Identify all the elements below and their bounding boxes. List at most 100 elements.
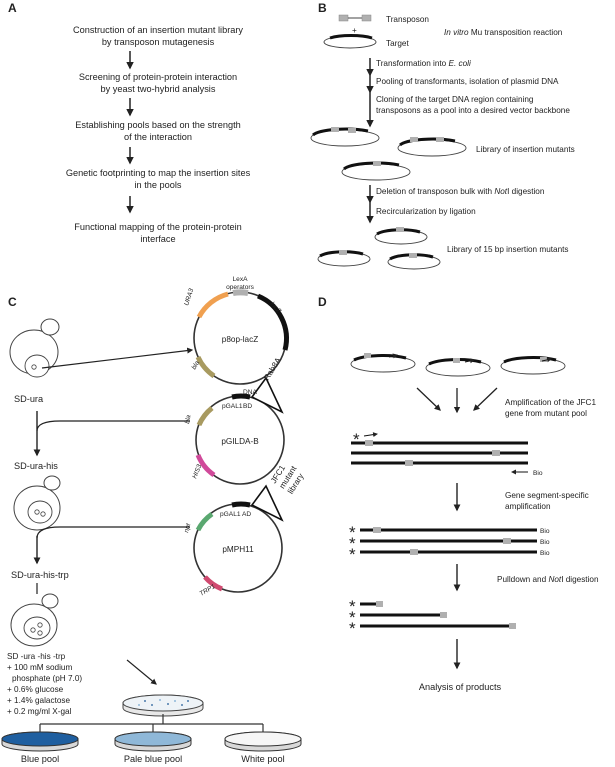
mutant-pool-plasmid-2 [425, 358, 491, 377]
pale-blue-pool-plate [114, 731, 192, 752]
svg-text:*: * [349, 608, 356, 627]
ura3-segment [196, 291, 229, 319]
reaction-label: In vitro Mu transposition reaction [444, 28, 563, 37]
arrow-c-plate [126, 659, 157, 685]
small-plasmid-3 [387, 253, 441, 270]
plasmid-pgilda-b: pGILDA-B pGAL1 BD DNA Rab8A bla HIS3 [184, 356, 285, 485]
transformation-label: Transformation into E. coli [376, 59, 471, 68]
target-label: Target [386, 39, 409, 48]
step-3-line-1: Establishing pools based on the strength [75, 120, 241, 130]
svg-text:*: * [349, 523, 356, 542]
white-pool-plate [224, 731, 302, 752]
merge-line-2 [36, 526, 190, 539]
svg-text:*: * [349, 534, 356, 553]
pulldown-label: Pulldown and NotI digestion [497, 575, 599, 584]
plasmid1-bottom: bla [191, 360, 202, 371]
medium-line-6: + 0.2 mg/ml X-gal [7, 707, 72, 716]
medium-line-2: + 100 mM sodium [7, 663, 72, 672]
library-plasmid-1 [310, 127, 380, 147]
library-plasmid-3 [341, 161, 411, 181]
operator-segment [232, 289, 249, 296]
pooling-label: Pooling of transformants, isolation of p… [376, 77, 559, 86]
step-3-line-2: of the interaction [124, 132, 192, 142]
blue-pool-plate [1, 731, 79, 752]
panel-a-label: A [8, 1, 17, 15]
panel-c: C p8op-lacZ LexA operators URA3 lacZ bla… [1, 276, 306, 764]
medium-line-4: + 0.6% glucose [7, 685, 64, 694]
ad-segment [231, 501, 251, 508]
digestion-products: * * * [349, 597, 516, 638]
yeast-cell-3 [10, 593, 59, 647]
pale-blue-pool-label: Pale blue pool [124, 754, 182, 764]
panel-d-label: D [318, 295, 327, 309]
lacz-segment [256, 293, 289, 351]
arrow-d-3 [473, 387, 498, 411]
medium-1: SD-ura [14, 394, 44, 404]
mutant-pool-plasmid-3 [500, 356, 566, 375]
medium-2: SD-ura-his [14, 461, 58, 471]
amplified-genes: * [351, 430, 528, 475]
plasmid3-promoter: pGAL1 [220, 511, 241, 518]
small-plasmid-1 [374, 227, 428, 245]
amplification-line-2: gene from mutant pool [505, 409, 587, 418]
bio-label-1: Bio [533, 470, 543, 477]
plasmid3-left: npt [183, 522, 192, 534]
yeast-cell-2 [13, 475, 61, 531]
asterisk-1: * [353, 430, 360, 449]
step-2-line-1: Screening of protein-protein interaction [79, 72, 237, 82]
bio-label-3: Bio [540, 539, 550, 546]
step-1-line-1: Construction of an insertion mutant libr… [73, 25, 243, 35]
panel-b-label: B [318, 1, 327, 15]
plasmid1-top-1: LexA [232, 276, 248, 283]
bd-segment [231, 393, 251, 400]
bla-segment-2 [196, 406, 214, 427]
trp1-segment [203, 575, 224, 592]
mutant-pool-plasmid-1 [350, 353, 416, 373]
bio-label-4: Bio [540, 550, 550, 557]
plasmid3-insert-label: JFC1 mutant library [269, 463, 306, 495]
segment-products: * * * [349, 523, 537, 564]
cloning-line-1: Cloning of the target DNA region contain… [376, 95, 534, 104]
amplification-line-1: Amplification of the JFC1 [505, 398, 596, 407]
plasmid2-dna: DNA [243, 389, 258, 396]
merge-line-1 [36, 420, 190, 432]
plasmid3-domain: AD [242, 511, 251, 518]
medium-line-3: phosphate (pH 7.0) [12, 674, 82, 683]
arrow-c-plasmid1 [41, 347, 194, 369]
step-4-line-1: Genetic footprinting to map the insertio… [66, 168, 251, 178]
cloning-line-2: transposons as a pool into a desired vec… [376, 106, 570, 115]
step-1-line-2: by transposon mutagenesis [102, 37, 215, 47]
pool-tree [39, 714, 264, 732]
panel-a: A Construction of an insertion mutant li… [8, 1, 251, 244]
plasmid1-name: p8op-lacZ [222, 335, 258, 344]
plasmid2-name: pGILDA-B [221, 437, 259, 446]
svg-text:*: * [349, 545, 356, 564]
rab8a-insert [250, 376, 284, 414]
library-plasmid-2 [397, 137, 467, 157]
segment-line-1: Gene segment-specific [505, 491, 589, 500]
his3-segment [195, 453, 216, 478]
svg-text:*: * [349, 597, 356, 616]
arrow-d-1 [416, 387, 441, 411]
bla-segment [195, 355, 216, 379]
plasmid-pmph11: pMPH11 pGAL1 AD JFC1 mutant library npt … [183, 463, 306, 598]
blue-pool-label: Blue pool [21, 754, 59, 764]
plasmid3-name: pMPH11 [222, 545, 254, 554]
white-pool-label: White pool [241, 754, 284, 764]
plasmid2-promoter: pGAL1 [222, 403, 243, 410]
plasmid2-left: bla [184, 414, 192, 424]
svg-text:*: * [349, 619, 356, 638]
step-4-line-2: in the pools [135, 180, 182, 190]
npt-segment [195, 511, 214, 532]
medium-3: SD-ura-his-trp [11, 570, 69, 580]
plasmid2-domain: BD [243, 403, 252, 410]
jfc1-insert [250, 484, 284, 522]
step-5-line-1: Functional mapping of the protein-protei… [74, 222, 242, 232]
medium-composition: SD -ura -his -trp + 100 mM sodium phosph… [7, 652, 82, 716]
plasmid3-bottom: TRP1 [199, 583, 217, 598]
panel-c-label: C [8, 295, 17, 309]
segment-line-2: amplification [505, 502, 551, 511]
analysis-label: Analysis of products [419, 682, 502, 692]
xgal-plate [122, 694, 204, 717]
